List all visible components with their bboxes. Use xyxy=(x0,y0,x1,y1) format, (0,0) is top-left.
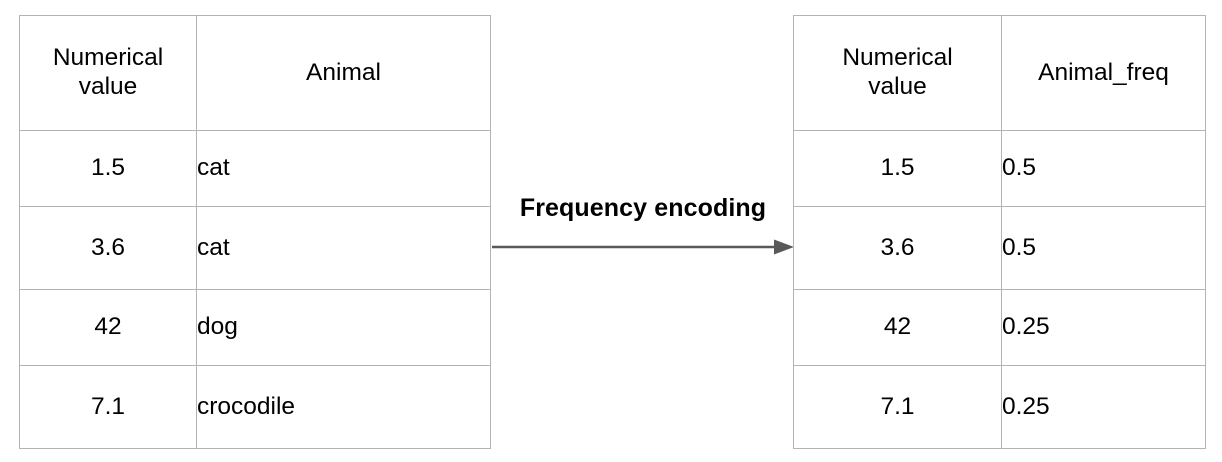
cell-animal-freq: 0.5 xyxy=(1001,206,1206,290)
cell-numerical-value: 42 xyxy=(19,289,197,366)
header-line-2: value xyxy=(868,73,927,100)
arrow-label: Frequency encoding xyxy=(519,194,767,222)
header-line-1: Animal xyxy=(306,58,381,86)
cell-numerical-value: 3.6 xyxy=(793,206,1002,290)
cell-animal-freq: 0.25 xyxy=(1001,289,1206,366)
cell-animal: cat xyxy=(196,130,491,207)
table-header-row: Numerical value Animal_freq xyxy=(793,15,1206,131)
table-row: 42 0.25 xyxy=(793,289,1206,366)
table-row: 1.5 0.5 xyxy=(793,130,1206,207)
table-header-row: Numerical value Animal xyxy=(19,15,491,131)
column-header-numerical-value: Numerical value xyxy=(19,15,197,131)
header-line-1: Numerical xyxy=(842,44,953,72)
right-arrow-icon xyxy=(492,239,794,255)
cell-animal: cat xyxy=(196,206,491,290)
source-data-table: Numerical value Animal 1.5 cat 3.6 cat 4… xyxy=(19,15,491,449)
table-row: 1.5 cat xyxy=(19,130,491,207)
table-row: 3.6 cat xyxy=(19,206,491,290)
column-header-numerical-value: Numerical value xyxy=(793,15,1002,131)
table-row: 3.6 0.5 xyxy=(793,206,1206,290)
header-line-2: value xyxy=(78,73,138,100)
table-row: 42 dog xyxy=(19,289,491,366)
column-header-animal: Animal xyxy=(196,15,491,131)
table-row: 7.1 0.25 xyxy=(793,365,1206,449)
cell-animal-freq: 0.25 xyxy=(1001,365,1206,449)
header-line-1: Animal_freq xyxy=(1038,58,1169,86)
cell-numerical-value: 7.1 xyxy=(793,365,1002,449)
header-line-1: Numerical xyxy=(52,44,164,72)
cell-animal: crocodile xyxy=(196,365,491,449)
cell-animal-freq: 0.5 xyxy=(1001,130,1206,207)
cell-numerical-value: 1.5 xyxy=(19,130,197,207)
cell-numerical-value: 42 xyxy=(793,289,1002,366)
cell-numerical-value: 3.6 xyxy=(19,206,197,290)
table-row: 7.1 crocodile xyxy=(19,365,491,449)
encoded-data-table: Numerical value Animal_freq 1.5 0.5 3.6 … xyxy=(793,15,1206,449)
column-header-animal-freq: Animal_freq xyxy=(1001,15,1206,131)
cell-numerical-value: 1.5 xyxy=(793,130,1002,207)
cell-animal: dog xyxy=(196,289,491,366)
cell-numerical-value: 7.1 xyxy=(19,365,197,449)
